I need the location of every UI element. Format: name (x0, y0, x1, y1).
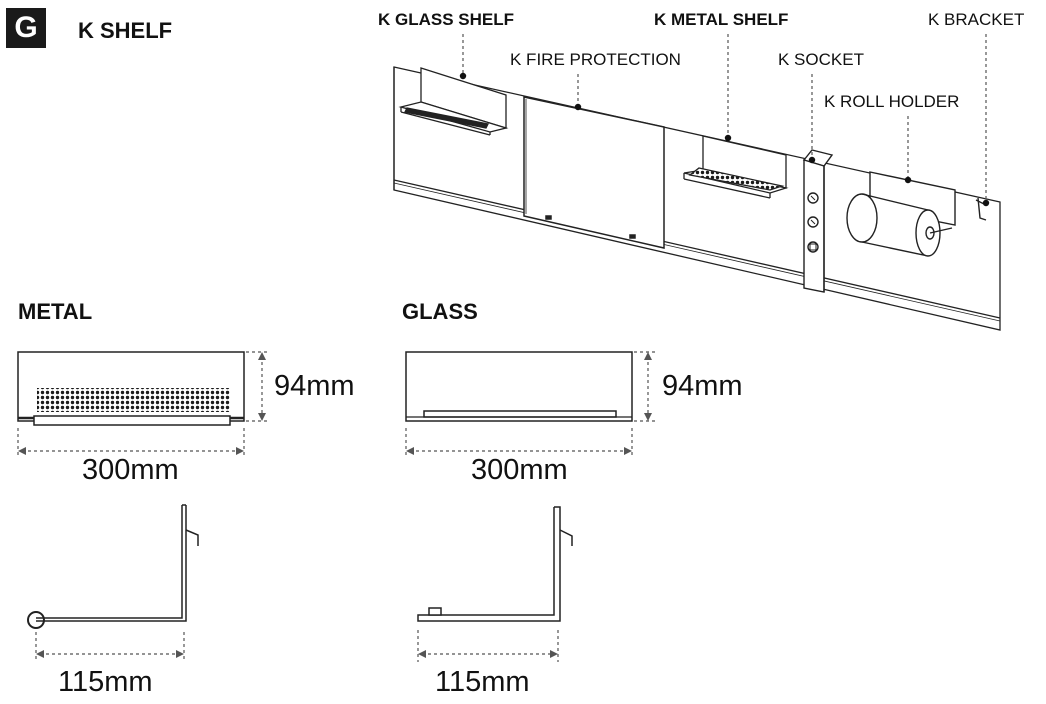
glass-shelf-iso (398, 67, 509, 136)
label-metal-shelf: K METAL SHELF (654, 10, 789, 29)
glass-height-label: 94mm (662, 370, 743, 402)
label-fire-protection: K FIRE PROTECTION (510, 50, 681, 69)
metal-front-view (17, 351, 245, 426)
roll-holder-iso (846, 171, 956, 257)
metal-shelf-iso (683, 135, 789, 199)
metal-heading: METAL (18, 299, 93, 324)
metal-height-label: 94mm (274, 370, 355, 402)
metal-depth-label: 115mm (58, 666, 153, 698)
callout-dots (459, 72, 990, 207)
glass-front-view (405, 351, 633, 422)
section-badge: G (6, 8, 46, 48)
glass-heading: GLASS (402, 299, 478, 324)
label-socket: K SOCKET (778, 50, 864, 69)
callout-leaders (462, 34, 987, 203)
metal-side-profile (27, 504, 199, 629)
fire-protection-panel (523, 96, 665, 249)
page-title: K SHELF (78, 18, 173, 43)
metal-width-label: 300mm (82, 454, 179, 486)
socket-iso (802, 149, 834, 293)
label-glass-shelf: K GLASS SHELF (378, 10, 515, 29)
label-roll-holder: K ROLL HOLDER (824, 92, 960, 111)
label-bracket: K BRACKET (928, 10, 1025, 29)
bracket-iso (975, 197, 987, 221)
glass-width-label: 300mm (471, 454, 568, 486)
glass-side-profile (417, 506, 573, 622)
glass-depth-label: 115mm (435, 666, 530, 698)
